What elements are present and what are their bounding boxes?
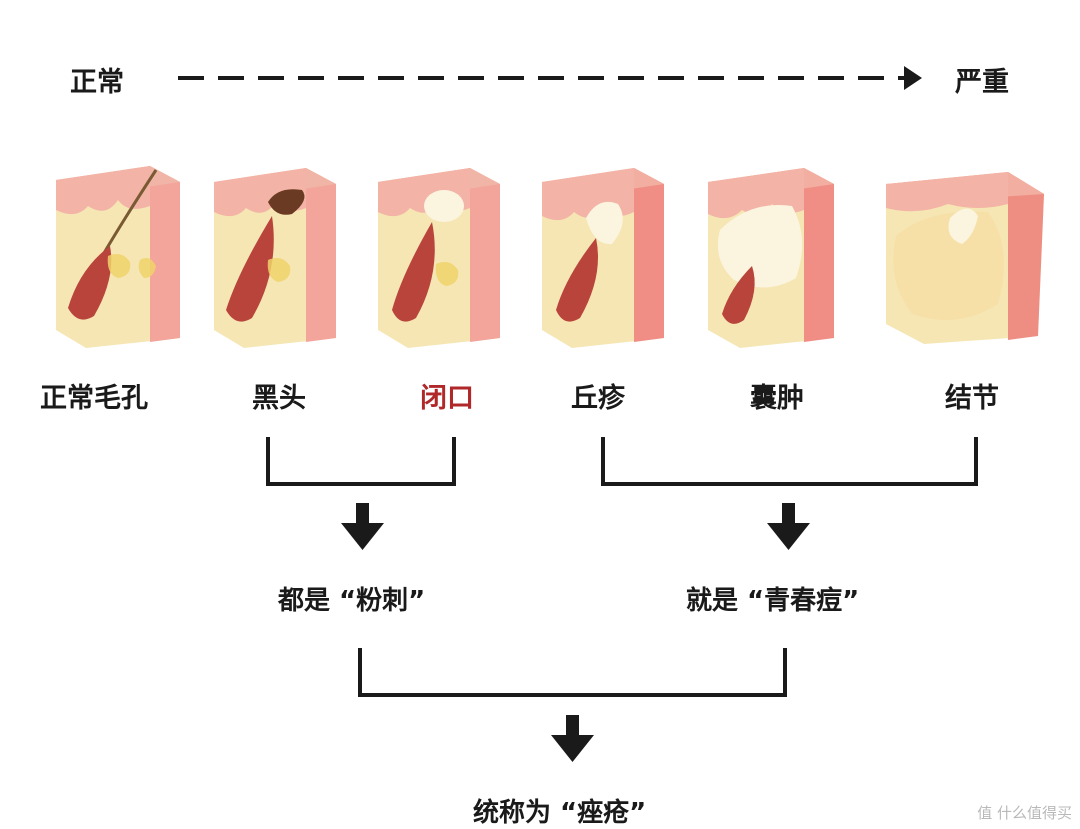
arrow-down-acne	[551, 715, 594, 762]
skin-illustration-cyst	[708, 168, 834, 348]
stage-label-normal-pore: 正常毛孔	[40, 383, 148, 414]
scale-start-label: 正常	[70, 67, 124, 98]
skin-illustration-nodule	[886, 172, 1044, 344]
skin-illustration-normal-pore	[56, 166, 180, 348]
arrow-down-comedo	[341, 503, 384, 550]
severity-arrowhead	[904, 66, 922, 90]
scale-end-label: 严重	[955, 67, 1009, 98]
arrow-down-pimple	[767, 503, 810, 550]
stage-label-cyst: 囊肿	[750, 383, 804, 414]
watermark: 值 什么值得买	[977, 804, 1072, 822]
group-label-comedo: 都是 “粉刺”	[278, 586, 426, 616]
bracket-comedo	[266, 437, 456, 486]
skin-illustration-papule	[542, 168, 664, 348]
skin-illustration-closed-comedo	[378, 168, 500, 348]
stage-label-blackhead: 黑头	[252, 383, 306, 414]
bracket-acne	[358, 648, 787, 697]
stage-label-nodule: 结节	[945, 383, 999, 414]
bracket-pimple	[601, 437, 978, 486]
group-label-pimple: 就是 “青春痘”	[686, 586, 860, 616]
group-label-acne: 统称为 “痤疮”	[473, 798, 647, 828]
stage-label-papule: 丘疹	[571, 383, 625, 414]
skin-illustration-blackhead	[214, 168, 336, 348]
stage-label-closed-comedo: 闭口	[420, 383, 474, 414]
